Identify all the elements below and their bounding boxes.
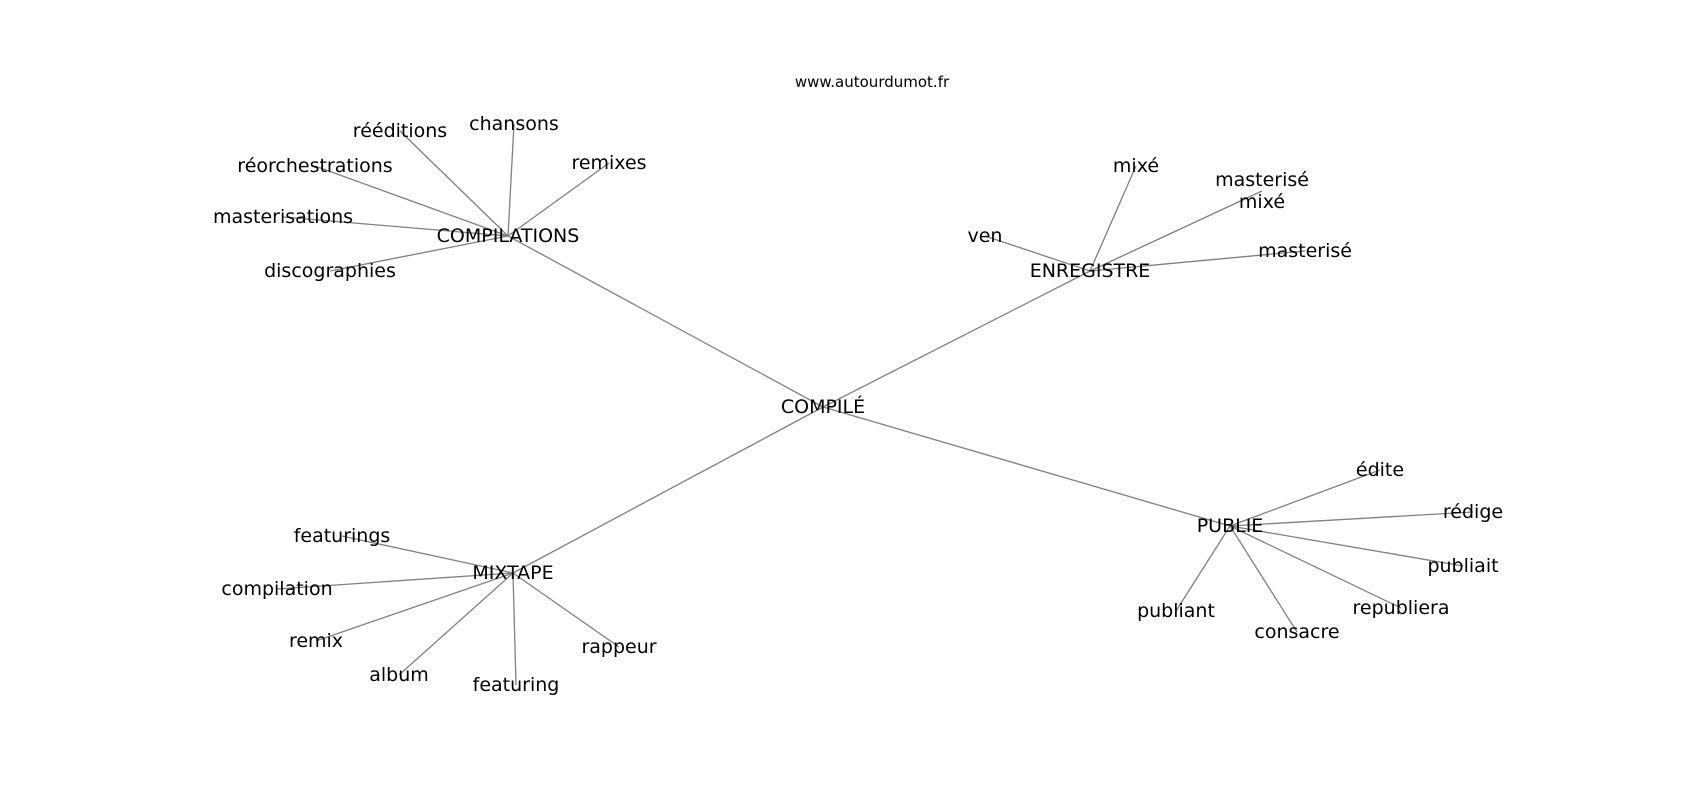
edge-center-to-enregistre [822, 270, 1091, 408]
leaf-node-label: masterisé [1258, 240, 1352, 262]
hub-node-label: ENREGISTRE [1030, 260, 1151, 282]
edge-publie-leaf [1229, 525, 1464, 567]
leaf-node-label: album [369, 664, 429, 686]
hub-node-label: MIXTAPE [472, 562, 553, 584]
leaf-node-label: compilation [221, 578, 332, 600]
edge-publie-leaf [1175, 525, 1231, 612]
edge-mixtape-leaf [512, 572, 620, 648]
edge-center-to-mixtape [512, 406, 824, 574]
edge-publie-leaf [1229, 525, 1298, 633]
leaf-node-label: rédige [1443, 501, 1503, 523]
hub-node-label: COMPILATIONS [437, 225, 580, 247]
edge-compilations-leaf [507, 162, 610, 237]
edge-compilations-leaf [329, 235, 509, 272]
edge-publie-leaf [1229, 469, 1381, 527]
leaf-node-label: discographies [264, 260, 396, 282]
leaf-node-label: rappeur [581, 636, 656, 658]
leaf-node-label: republiera [1353, 597, 1450, 619]
edge-compilations-leaf [282, 216, 509, 237]
center-node-label: COMPILÉ [781, 395, 865, 418]
edge-mixtape-leaf [341, 535, 514, 574]
leaf-node-label: remixes [571, 152, 646, 174]
graph-labels: COMPILÉ COMPILATIONS rééditions chansons rem… [213, 113, 1503, 696]
edge-compilations-leaf [399, 130, 509, 237]
edge-enregistre-leaf [984, 235, 1091, 272]
leaf-node-label: mixé [1113, 155, 1159, 177]
edge-mixtape-leaf [398, 572, 514, 676]
leaf-node-label: ven [968, 225, 1003, 247]
leaf-node-label: featurings [294, 525, 391, 547]
edge-mixtape-leaf [512, 572, 517, 686]
edge-mixtape-leaf [315, 572, 514, 642]
leaf-node-label: consacre [1254, 621, 1339, 643]
leaf-node-label: édite [1356, 459, 1404, 481]
leaf-node-label: remix [289, 630, 343, 652]
edge-center-to-publie [822, 406, 1231, 527]
leaf-node-label: réorchestrations [237, 155, 392, 177]
edge-publie-leaf [1229, 511, 1474, 527]
edge-enregistre-leaf [1089, 165, 1137, 272]
leaf-node-label: featuring [473, 674, 560, 696]
graph-edges [276, 123, 1474, 686]
edge-compilations-leaf [314, 165, 509, 237]
leaf-node-label: publiant [1137, 600, 1215, 622]
leaf-node-label: masterisations [213, 206, 353, 228]
leaf-node-label: rééditions [353, 120, 447, 142]
leaf-node-label: publiait [1427, 555, 1498, 577]
edge-compilations-leaf [507, 123, 515, 237]
hub-node-label: PUBLIE [1197, 515, 1264, 537]
edge-publie-leaf [1229, 525, 1402, 609]
edge-enregistre-leaf [1089, 250, 1306, 272]
leaf-node-label: chansons [469, 113, 559, 135]
edge-center-to-compilations [507, 235, 824, 408]
edge-enregistre-leaf [1089, 190, 1263, 272]
source-credit: www.autourdumot.fr [795, 73, 950, 91]
edge-mixtape-leaf [276, 572, 514, 590]
